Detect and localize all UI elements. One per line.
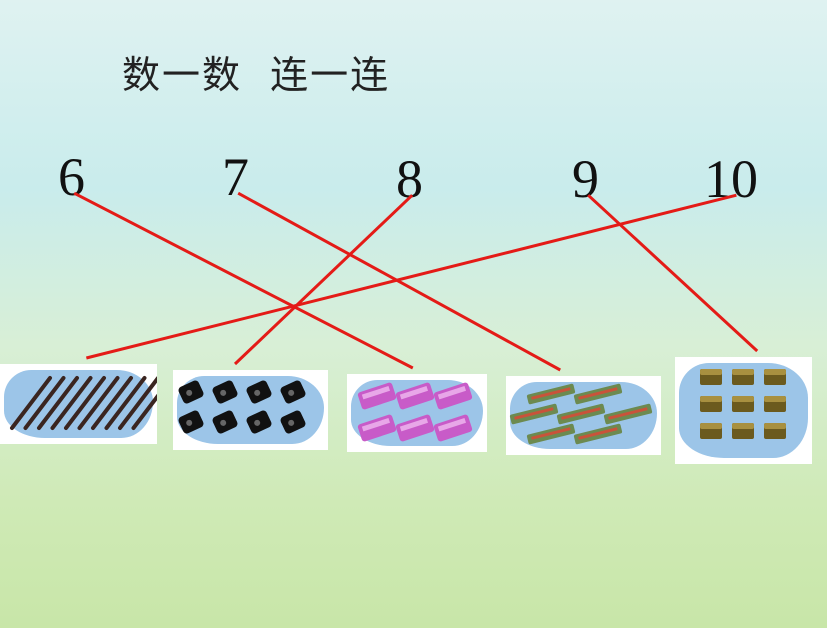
group-cubes[interactable] (675, 357, 812, 464)
sharpener (178, 380, 204, 404)
sharpener (280, 380, 306, 404)
pencil-box (509, 403, 559, 425)
eraser (395, 382, 435, 410)
group-sticks[interactable] (0, 364, 157, 444)
sticks-picture (10, 376, 157, 430)
sharpener (246, 410, 272, 434)
eraser (433, 382, 473, 410)
pencil-box (556, 403, 606, 425)
connection-line (73, 191, 414, 370)
pencil-box (573, 423, 623, 445)
connection-line (237, 191, 561, 372)
eraser (395, 414, 435, 442)
cube (732, 396, 754, 412)
sharpener (280, 410, 306, 434)
pencil-boxes-picture (509, 383, 653, 445)
pencil-box (573, 383, 623, 405)
pencil-box (526, 383, 576, 405)
stick (37, 376, 79, 430)
connection-line (233, 194, 414, 366)
stick (50, 376, 93, 430)
connection-line (587, 194, 759, 353)
cube (732, 369, 754, 385)
group-sharpeners[interactable] (173, 370, 328, 450)
eraser (433, 414, 473, 442)
sharpener (178, 410, 204, 434)
group-pencil-boxes[interactable] (506, 376, 661, 455)
cube (764, 423, 786, 439)
group-erasers[interactable] (347, 374, 487, 452)
stick (10, 376, 52, 430)
pencil-box (526, 423, 576, 445)
cube (732, 423, 754, 439)
cube (764, 369, 786, 385)
cube (700, 423, 722, 439)
cube (764, 396, 786, 412)
stick (23, 376, 66, 430)
pencil-box (603, 403, 653, 425)
stick (104, 376, 147, 430)
cube (700, 369, 722, 385)
number-9[interactable]: 9 (572, 149, 599, 209)
sharpener (212, 410, 238, 434)
eraser (357, 382, 397, 410)
page-title: 数一数 连一连 (122, 53, 391, 97)
eraser (357, 414, 397, 442)
cube (700, 396, 722, 412)
erasers-picture (357, 382, 473, 442)
sharpener (246, 380, 272, 404)
stick (118, 376, 157, 430)
cubes-picture (700, 369, 786, 439)
stick (77, 376, 120, 430)
stick (91, 376, 133, 430)
connection-line (85, 193, 737, 360)
sharpener (212, 380, 238, 404)
stick (64, 376, 106, 430)
sharpeners-picture (178, 380, 306, 434)
stick (131, 393, 157, 430)
